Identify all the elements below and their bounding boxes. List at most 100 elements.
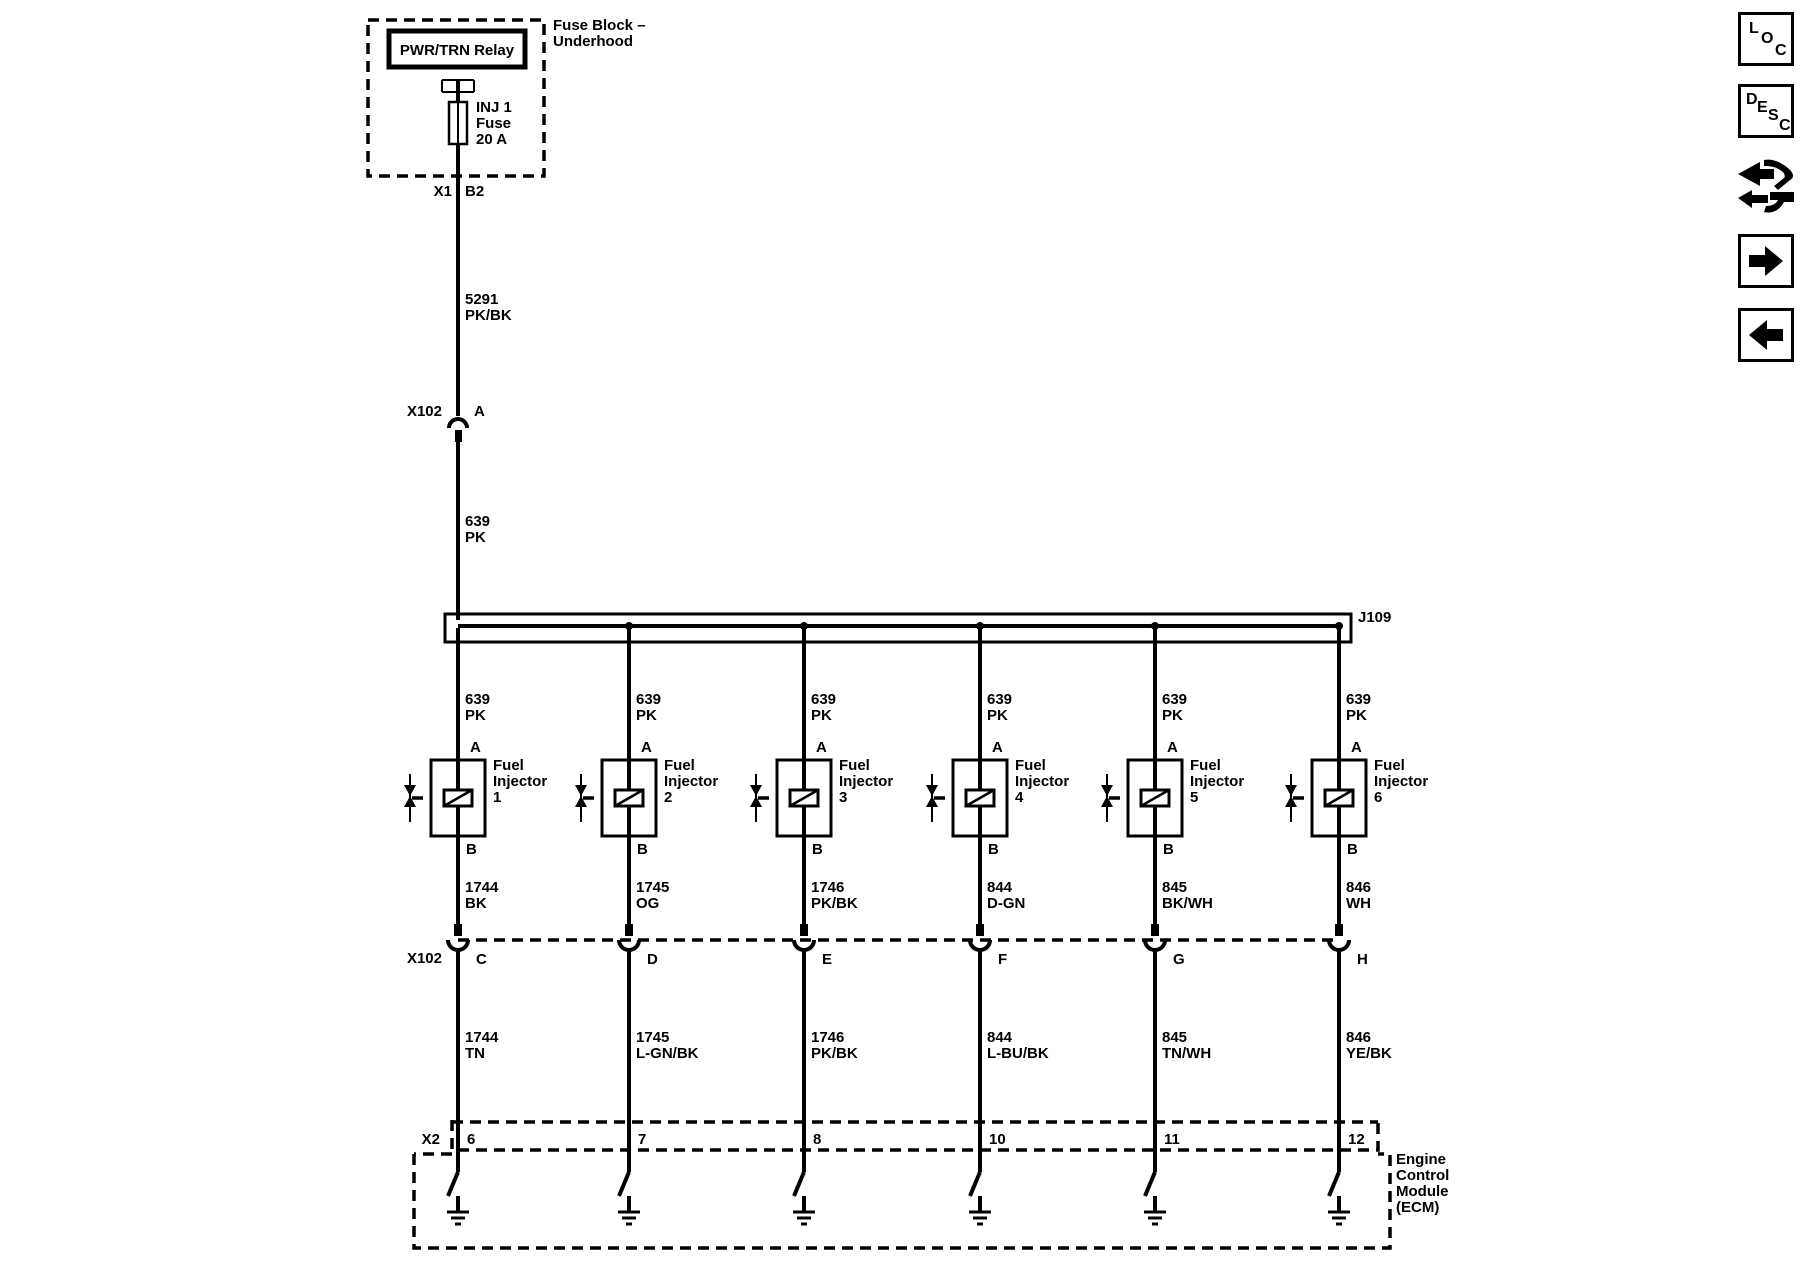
ecm-pin-label: 6 <box>467 1131 475 1148</box>
output-color-label: BK/WH <box>1162 895 1213 912</box>
injector-name-line2: Injector <box>1015 773 1069 790</box>
x102-pin-a-label: A <box>474 403 485 420</box>
fuse-label-line3: 20 A <box>476 131 507 148</box>
ecm-color-label: YE/BK <box>1346 1045 1392 1062</box>
feed-circuit-label: 639 <box>465 691 490 708</box>
injector-number: 1 <box>493 789 501 806</box>
feed-color-label: PK <box>1346 707 1367 724</box>
injector-pin-a-label: A <box>1351 739 1362 756</box>
fuse-label-line2: Fuse <box>476 115 511 132</box>
injector-pin-b-label: B <box>466 841 477 858</box>
x102-connector-terminal <box>792 924 816 952</box>
injector-name-line1: Fuel <box>1015 757 1046 774</box>
output-circuit-label: 1746 <box>811 879 844 896</box>
injector-pin-a-label: A <box>816 739 827 756</box>
injector-number: 5 <box>1190 789 1198 806</box>
feed-circuit-label: 639 <box>1162 691 1187 708</box>
relay-contact-symbol <box>441 79 475 102</box>
previous-button[interactable] <box>1738 308 1794 362</box>
repair-procedure-icon <box>1738 159 1794 213</box>
injector-actuation-icon <box>1101 774 1128 822</box>
injector-pin-a-label: A <box>470 739 481 756</box>
ground-icon <box>1144 1210 1166 1226</box>
ecm-name-line1: Engine <box>1396 1151 1446 1168</box>
feed-color-label: PK <box>465 707 486 724</box>
b2-pin-label: B2 <box>465 183 484 200</box>
feed-wire-circuit: 639 <box>465 513 490 530</box>
ecm-color-label: TN <box>465 1045 485 1062</box>
injector-pin-b-label: B <box>1163 841 1174 858</box>
injector-actuation-icon <box>575 774 602 822</box>
inj1-fuse: INJ 1 Fuse 20 A <box>447 99 512 148</box>
x102-connector-terminal <box>446 924 470 952</box>
feed-circuit-label: 639 <box>987 691 1012 708</box>
ecm-circuit-label: 1746 <box>811 1029 844 1046</box>
x102-connector-terminal <box>1143 924 1167 952</box>
feed-color-label: PK <box>1162 707 1183 724</box>
injector-number: 2 <box>664 789 672 806</box>
ecm-circuit-label: 1744 <box>465 1029 499 1046</box>
injector-number: 3 <box>839 789 847 806</box>
ground-icon <box>447 1210 469 1226</box>
x102-connector-terminal <box>1327 924 1351 952</box>
ecm-circuit-label: 844 <box>987 1029 1013 1046</box>
ecm-color-label: TN/WH <box>1162 1045 1211 1062</box>
injector-pin-b-label: B <box>988 841 999 858</box>
output-circuit-label: 845 <box>1162 879 1187 896</box>
arrow-right-icon <box>1749 246 1783 276</box>
output-circuit-label: 846 <box>1346 879 1371 896</box>
feed-circuit-label: 639 <box>636 691 661 708</box>
ecm-name-line2: Control <box>1396 1167 1449 1184</box>
feed-wire-color: PK <box>465 529 486 546</box>
injector-name-line1: Fuel <box>1190 757 1221 774</box>
feed-color-label: PK <box>636 707 657 724</box>
injector-name-line2: Injector <box>493 773 547 790</box>
injector-actuation-icon <box>750 774 777 822</box>
injector-pin-b-label: B <box>637 841 648 858</box>
fuel-injector-6 <box>1310 758 1368 838</box>
fuse-block-title-line1: Fuse Block – <box>553 17 646 34</box>
description-button[interactable]: D E S C <box>1738 84 1794 138</box>
ecm-circuit-label: 845 <box>1162 1029 1187 1046</box>
output-color-label: PK/BK <box>811 895 858 912</box>
pwr-trn-relay: PWR/TRN Relay <box>386 28 528 70</box>
fuel-injector-2 <box>600 758 658 838</box>
feed-color-label: PK <box>987 707 1008 724</box>
ecm-driver-switch <box>1143 1171 1157 1212</box>
ecm: X2 Engine Control Module (ECM) <box>412 1120 1449 1250</box>
injector-name-line1: Fuel <box>664 757 695 774</box>
output-circuit-label: 844 <box>987 879 1013 896</box>
ground-icon <box>618 1210 640 1226</box>
fuel-injector-5 <box>1126 758 1184 838</box>
location-button[interactable]: L O C <box>1738 12 1794 66</box>
j109-splice: J109 <box>443 609 1391 644</box>
ecm-circuit-label: 846 <box>1346 1029 1371 1046</box>
injector-name-line2: Injector <box>1374 773 1428 790</box>
arrow-left-icon <box>1749 320 1783 350</box>
ecm-driver-switch <box>1327 1171 1341 1212</box>
repair-procedure-button[interactable] <box>1734 154 1798 220</box>
ecm-color-label: L-GN/BK <box>636 1045 699 1062</box>
ecm-pin-label: 7 <box>638 1131 646 1148</box>
x102-pin-label: E <box>822 951 832 968</box>
supply-wire-circuit: 5291 <box>465 291 498 308</box>
output-color-label: BK <box>465 895 487 912</box>
feed-circuit-label: 639 <box>1346 691 1371 708</box>
x1-connector-label: X1 <box>434 183 452 200</box>
injector-actuation-icon <box>1285 774 1312 822</box>
ecm-pin-label: 12 <box>1348 1131 1365 1148</box>
fuse-block: Fuse Block – Underhood PWR/TRN Relay INJ… <box>366 17 646 200</box>
injector-name-line2: Injector <box>664 773 718 790</box>
x102-connector-a: X102 A <box>407 403 485 442</box>
next-button[interactable] <box>1738 234 1794 288</box>
injector-pin-b-label: B <box>1347 841 1358 858</box>
injector-number: 4 <box>1015 789 1024 806</box>
ecm-driver-switch <box>446 1171 460 1212</box>
ecm-pin-label: 8 <box>813 1131 821 1148</box>
x102-pin-label: H <box>1357 951 1368 968</box>
ecm-outline <box>412 1152 1392 1250</box>
fuel-injector-4 <box>951 758 1009 838</box>
x102-connector-terminal <box>968 924 992 952</box>
